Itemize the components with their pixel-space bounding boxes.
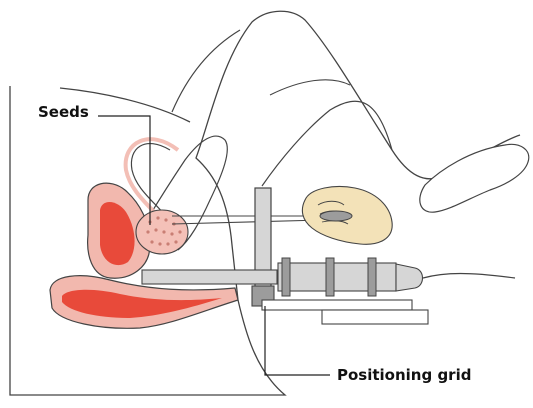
ultrasound-probe-body <box>278 263 396 291</box>
positioning-grid-label: Positioning grid <box>337 366 471 384</box>
ultrasound-probe-shaft <box>142 270 277 284</box>
knee-line <box>270 80 350 95</box>
needle-mid <box>172 220 322 224</box>
seeds-label: Seeds <box>38 103 89 121</box>
stepper-rail <box>262 300 412 310</box>
stepper-base <box>322 310 428 324</box>
ultrasound-probe-tip <box>396 264 423 291</box>
probe-cable <box>423 274 515 279</box>
syringe <box>320 211 352 221</box>
foot <box>420 144 529 212</box>
grid-leader-line <box>265 306 330 375</box>
thigh-line <box>172 30 392 186</box>
